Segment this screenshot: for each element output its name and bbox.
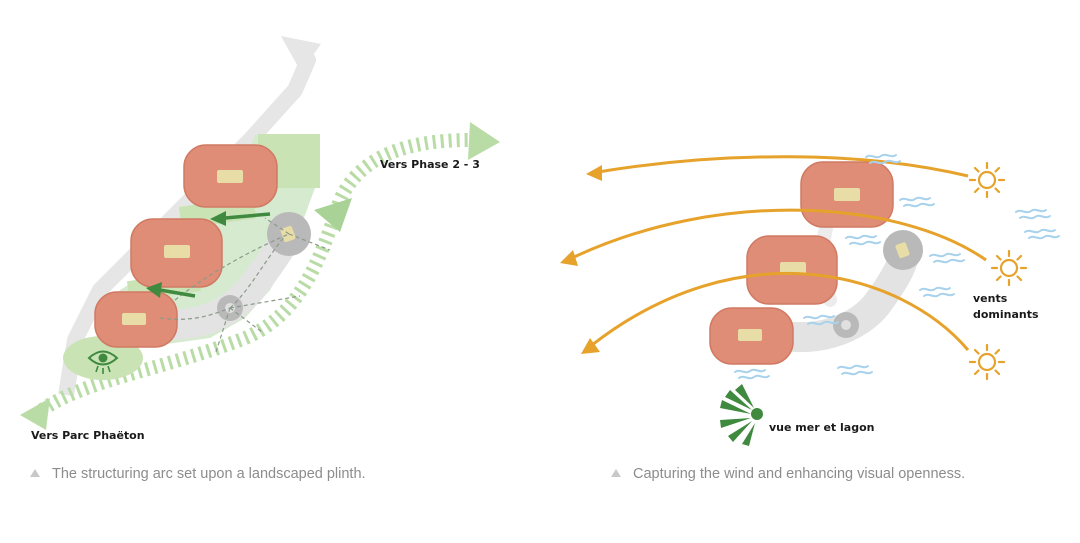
building-north: [183, 144, 278, 208]
path-arrow-mid: [314, 198, 352, 232]
left-diagram: Vers Phase 2 - 3 Vers Parc Phaëton: [20, 36, 500, 442]
label-winds-line2: dominants: [973, 308, 1039, 321]
sun-path-top: [586, 155, 969, 181]
right-diagram: vents dominants vue mer et lagon: [560, 153, 1060, 446]
wind-gust-icon: [734, 368, 770, 380]
movement-lines: [159, 217, 331, 353]
building-south: [709, 307, 794, 365]
building-middle: [130, 218, 223, 288]
caption-left-text: The structuring arc set upon a landscape…: [52, 466, 366, 482]
sun-path-bottom: [581, 271, 970, 354]
caption-right-text: Capturing the wind and enhancing visual …: [633, 466, 966, 482]
tower-east: [883, 230, 923, 270]
caption-triangle-icon: [30, 469, 40, 477]
eye-icon: [87, 350, 119, 374]
circulation-arrow: [210, 211, 271, 226]
building-middle: [746, 235, 838, 305]
sun-icon: [968, 161, 1006, 199]
view-fan-icon: [720, 384, 763, 446]
wind-gust-icon: [1015, 208, 1051, 220]
tower-centre: [833, 312, 859, 338]
building-south: [94, 291, 178, 348]
wind-gust-icon: [837, 364, 873, 376]
label-phase: Vers Phase 2 - 3: [380, 158, 480, 171]
caption-right: Capturing the wind and enhancing visual …: [611, 466, 965, 482]
wind-gust-icon: [899, 196, 935, 208]
road-arrow-head: [281, 36, 321, 72]
path-arrow-northeast: [468, 122, 500, 160]
wind-gust-icon: [919, 286, 955, 298]
sun-icon: [990, 249, 1028, 287]
caption-left: The structuring arc set upon a landscape…: [30, 466, 366, 482]
wind-gust-icon: [1024, 228, 1060, 240]
label-winds-line1: vents: [973, 292, 1008, 305]
wind-gust-icon: [929, 252, 965, 264]
wind-gust-icon: [845, 234, 881, 246]
label-parc: Vers Parc Phaëton: [31, 429, 145, 442]
path-arrow-southwest: [20, 398, 50, 430]
label-winds: vents dominants: [973, 292, 1039, 321]
sun-path-middle: [560, 208, 987, 266]
label-view: vue mer et lagon: [769, 421, 874, 434]
circulation-arrow: [146, 282, 196, 298]
landscape-path: [37, 133, 471, 416]
sun-icon: [968, 343, 1006, 381]
caption-triangle-icon: [611, 469, 621, 477]
